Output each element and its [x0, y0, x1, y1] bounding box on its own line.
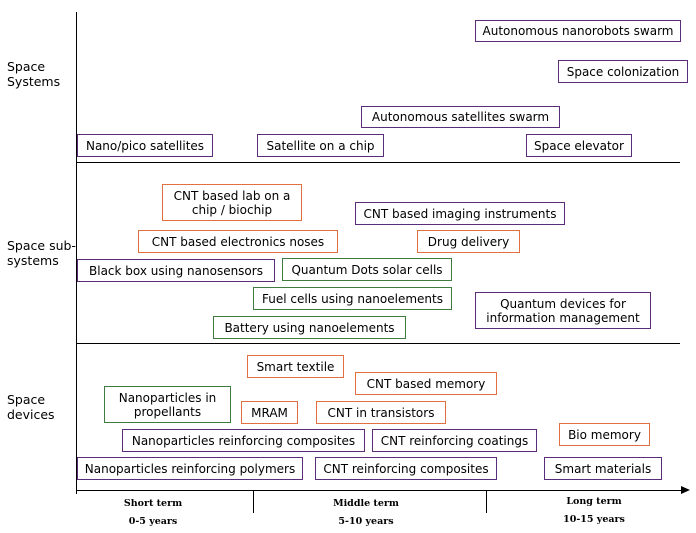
- term-short-range: 0-5 years: [128, 516, 178, 527]
- item-cnt-reinforcing-composites: CNT reinforcing composites: [315, 457, 497, 480]
- item-autonomous-nanorobots-swarm: Autonomous nanorobots swarm: [475, 20, 681, 42]
- term-short-label: Short term: [123, 498, 183, 509]
- item-smart-materials: Smart materials: [544, 457, 662, 480]
- row-label-space-systems: Space Systems: [7, 59, 61, 89]
- item-space-colonization: Space colonization: [558, 60, 688, 83]
- term-middle-label: Middle term: [333, 498, 399, 509]
- term-divider-1: [253, 490, 254, 513]
- item-autonomous-satellites-swarm: Autonomous satellites swarm: [361, 106, 560, 128]
- vertical-axis: [76, 12, 77, 494]
- item-battery-nanoelements: Battery using nanoelements: [213, 316, 406, 339]
- item-nanoparticles-propellants: Nanoparticles in propellants: [104, 386, 231, 423]
- time-axis-arrow-icon: [681, 486, 690, 494]
- item-smart-textile: Smart textile: [247, 355, 344, 378]
- item-cnt-based-memory: CNT based memory: [355, 372, 497, 395]
- item-cnt-reinforcing-coatings: CNT reinforcing coatings: [372, 429, 537, 452]
- row-divider-subsystems: [76, 343, 680, 344]
- item-bio-memory: Bio memory: [559, 423, 650, 446]
- row-divider-systems: [76, 162, 680, 163]
- item-quantum-dots-solar-cells: Quantum Dots solar cells: [282, 258, 452, 281]
- item-black-box-nanosensors: Black box using nanosensors: [77, 259, 275, 282]
- item-cnt-lab-on-chip: CNT based lab on a chip / biochip: [162, 184, 302, 221]
- item-satellite-on-a-chip: Satellite on a chip: [257, 134, 384, 157]
- item-quantum-devices-information: Quantum devices for information manageme…: [475, 292, 651, 329]
- item-space-elevator: Space elevator: [526, 134, 632, 157]
- row-label-space-devices: Space devices: [7, 392, 55, 422]
- item-nanoparticles-reinforcing-polymers: Nanoparticles reinforcing polymers: [77, 457, 303, 480]
- term-long-label: Long term: [566, 496, 622, 507]
- item-drug-delivery: Drug delivery: [417, 230, 520, 253]
- term-long-range: 10-15 years: [563, 514, 625, 525]
- item-nanoparticles-reinforcing-composites: Nanoparticles reinforcing composites: [122, 429, 365, 452]
- item-cnt-electronics-noses: CNT based electronics noses: [138, 230, 338, 253]
- item-cnt-imaging-instruments: CNT based imaging instruments: [355, 202, 565, 225]
- time-axis: [76, 490, 682, 491]
- item-cnt-in-transistors: CNT in transistors: [316, 401, 446, 424]
- item-nano-pico-satellites: Nano/pico satellites: [77, 134, 213, 157]
- row-label-space-sub-systems: Space sub- systems: [7, 238, 76, 268]
- term-middle-range: 5-10 years: [338, 516, 394, 527]
- term-divider-2: [486, 490, 487, 513]
- item-fuel-cells-nanoelements: Fuel cells using nanoelements: [253, 287, 452, 310]
- item-mram: MRAM: [241, 401, 298, 424]
